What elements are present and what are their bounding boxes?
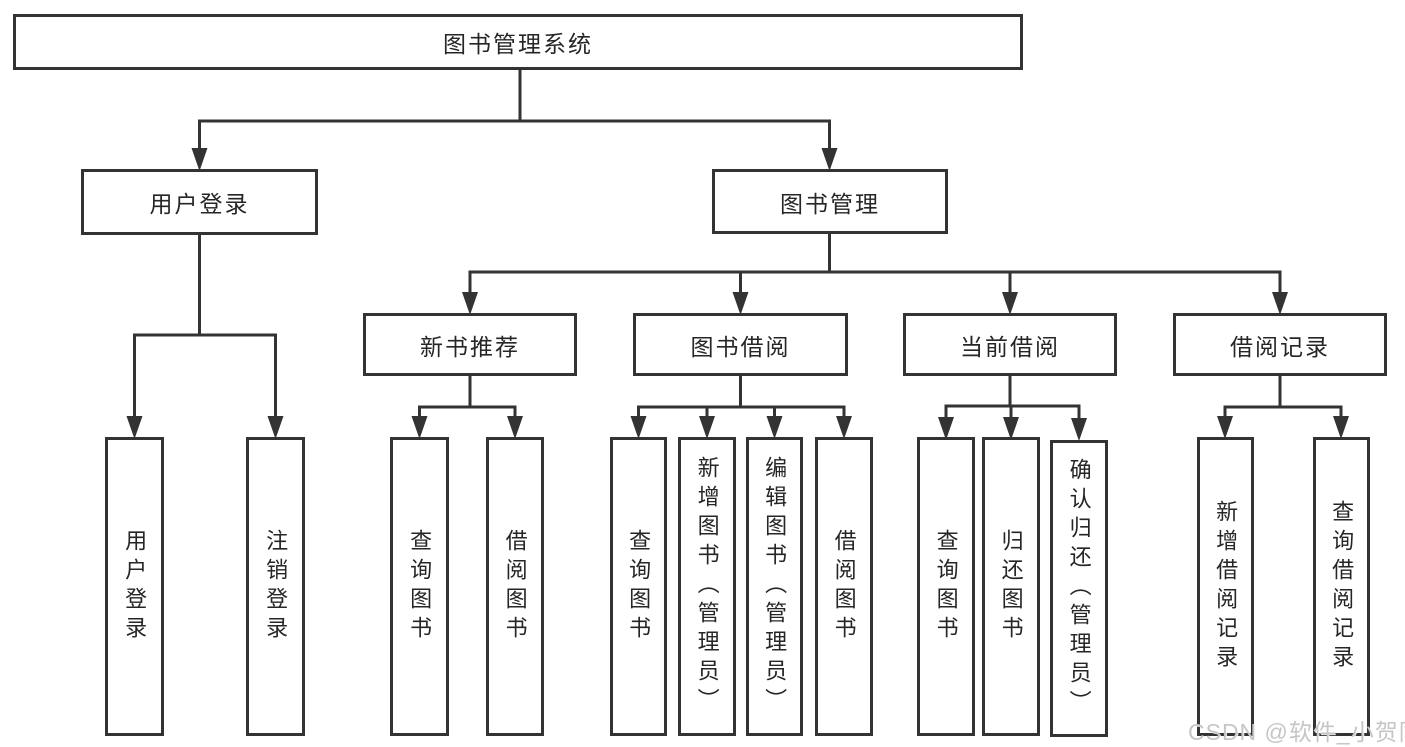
- node-label: 用户登录: [149, 191, 250, 217]
- node-user-login: 用户登录: [81, 169, 318, 235]
- connector-paths: [133, 70, 1343, 434]
- arrowhead-icon: [1333, 416, 1349, 439]
- node-label: 注销登录: [263, 528, 289, 645]
- arrowhead-icon: [836, 416, 852, 439]
- arrowhead-icon: [267, 416, 284, 439]
- node-label: 查询借阅记录: [1329, 499, 1355, 674]
- arrowhead-icon: [1003, 417, 1019, 440]
- node-label: 查询图书: [407, 528, 433, 645]
- node-label: 归还图书: [998, 528, 1024, 645]
- node-label: 图书借阅: [690, 333, 791, 360]
- arrowhead-icon: [462, 292, 478, 315]
- node-new-book-recommendation: 新书推荐: [363, 313, 577, 376]
- node-label: 查询图书: [933, 528, 959, 645]
- arrowhead-icon: [1272, 292, 1288, 315]
- arrowhead-icon: [1217, 416, 1233, 439]
- node-label: 新增借阅记录: [1213, 499, 1239, 674]
- arrowhead-icon: [938, 417, 954, 440]
- node-current-borrowing: 当前借阅: [903, 313, 1117, 376]
- node-query-books-leaf: 查询图书: [610, 437, 667, 736]
- node-label: 当前借阅: [960, 333, 1060, 360]
- arrowhead-icon: [507, 416, 523, 439]
- node-label: 图书管理系统: [443, 31, 593, 57]
- node-query-borrow-record-leaf: 查询借阅记录: [1313, 437, 1370, 736]
- arrowhead-icon: [191, 148, 208, 171]
- node-add-borrow-record-leaf: 新增借阅记录: [1197, 437, 1254, 736]
- arrowhead-icon: [630, 416, 647, 439]
- csdn-watermark: CSDN @软件_小贺同学: [1188, 719, 1405, 745]
- node-library-management-system: 图书管理系统: [13, 14, 1023, 70]
- node-label: 新增图书（管理员）: [694, 456, 720, 717]
- arrowhead-icon: [732, 292, 749, 315]
- node-borrow-books-leaf: 借阅图书: [815, 437, 873, 736]
- arrowhead-icon: [1002, 292, 1018, 315]
- node-edit-books-admin-leaf: 编辑图书（管理员）: [746, 437, 803, 736]
- arrowhead-icons: [126, 148, 1349, 441]
- node-borrowing-records: 借阅记录: [1173, 313, 1387, 376]
- node-user-login-leaf: 用户登录: [105, 437, 164, 736]
- arrowhead-icon: [766, 416, 783, 439]
- node-label: 用户登录: [122, 528, 148, 645]
- node-label: 确认归还（管理员）: [1066, 458, 1092, 719]
- node-query-books-leaf: 查询图书: [917, 437, 975, 736]
- node-label: 查询图书: [626, 528, 652, 645]
- arrowhead-icon: [411, 416, 428, 439]
- arrowhead-icon: [1071, 418, 1087, 441]
- node-query-books-leaf: 查询图书: [390, 437, 449, 736]
- node-label: 新书推荐: [420, 333, 520, 360]
- node-label: 借阅记录: [1230, 333, 1330, 360]
- node-add-books-admin-leaf: 新增图书（管理员）: [678, 437, 736, 736]
- node-logout-leaf: 注销登录: [246, 437, 305, 736]
- arrowhead-icon: [821, 148, 838, 171]
- node-label: 借阅图书: [831, 528, 857, 645]
- node-label: 编辑图书（管理员）: [762, 456, 788, 717]
- node-return-books-leaf: 归还图书: [982, 437, 1040, 736]
- arrowhead-icon: [126, 416, 143, 439]
- node-book-borrowing: 图书借阅: [633, 313, 848, 376]
- arrowhead-icon: [699, 416, 715, 439]
- node-confirm-return-admin-leaf: 确认归还（管理员）: [1050, 440, 1108, 737]
- node-label: 图书管理: [780, 190, 880, 217]
- node-borrow-books-leaf: 借阅图书: [486, 437, 544, 736]
- node-label: 借阅图书: [502, 528, 528, 645]
- node-book-management: 图书管理: [712, 169, 948, 234]
